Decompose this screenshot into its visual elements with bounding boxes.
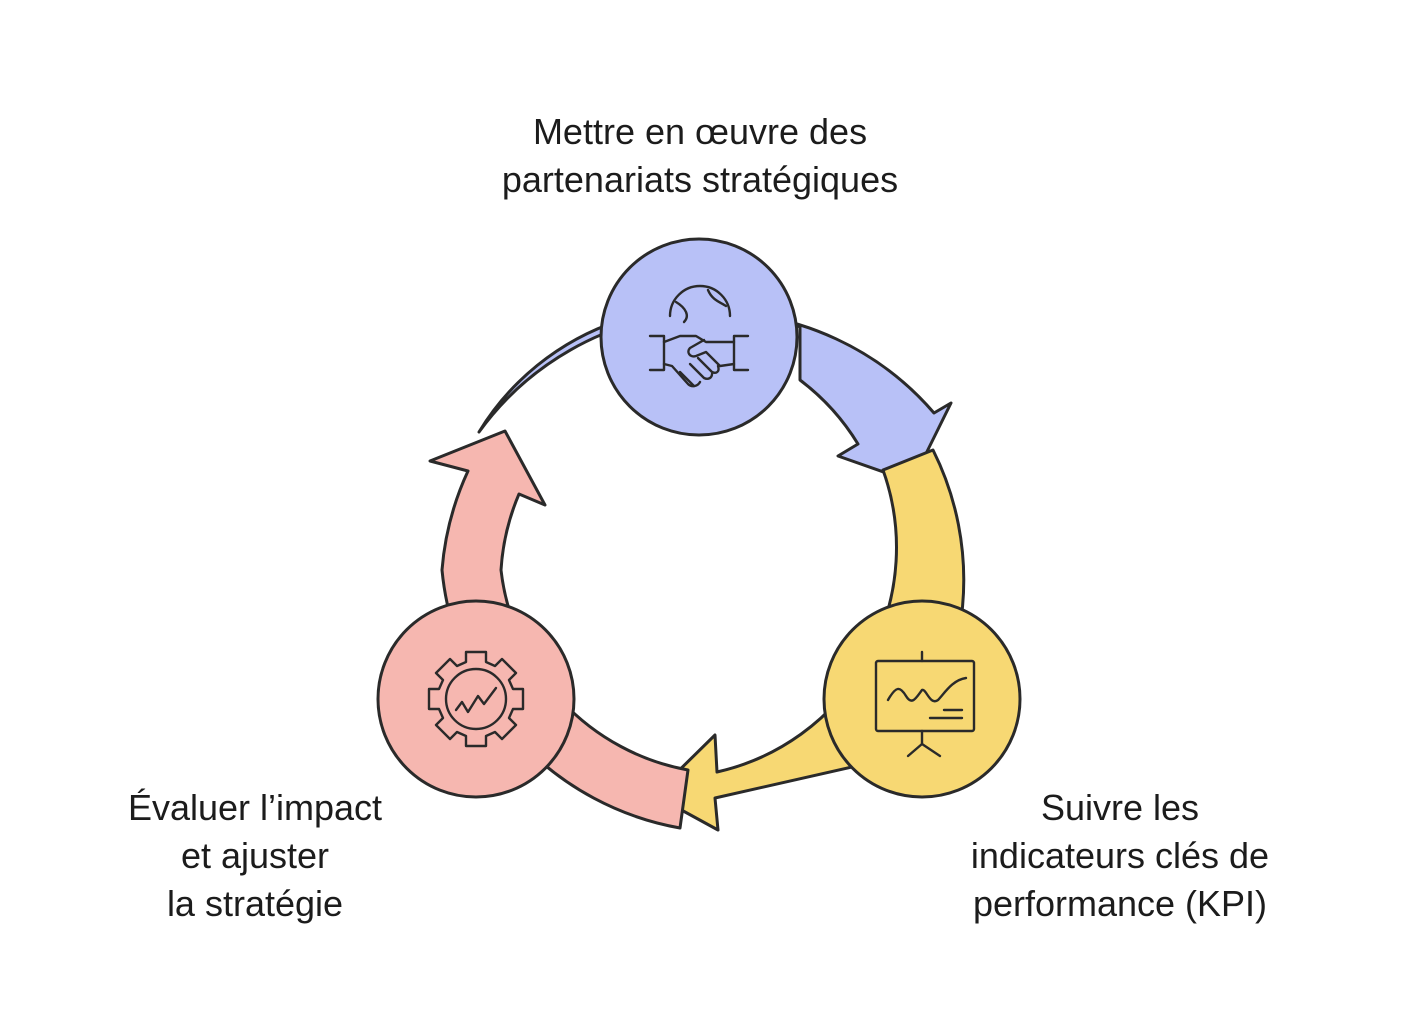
stage-label-partnerships: Mettre en œuvre des partenariats stratég… (400, 108, 1000, 204)
stage-label-line: Suivre les (1040, 787, 1200, 828)
stage-label-line: et ajuster (180, 835, 330, 876)
stage-label-kpi: Suivre les indicateurs clés de performan… (900, 784, 1340, 928)
stage-label-line: Mettre en œuvre des (532, 111, 868, 152)
stage-label-line: indicateurs clés de (970, 835, 1270, 876)
stage-label-line: la stratégie (166, 883, 344, 924)
handshake-globe-icon (648, 284, 750, 388)
stage-label-evaluate: Évaluer l’impact et ajuster la stratégie (60, 784, 450, 928)
stage-label-line: performance (KPI) (972, 883, 1268, 924)
node-kpi (822, 599, 1022, 799)
stage-label-line: partenariats stratégiques (501, 159, 899, 200)
stage-label-line: Évaluer l’impact (127, 787, 383, 828)
presentation-chart-icon (874, 650, 976, 758)
gear-growth-icon (427, 650, 525, 748)
